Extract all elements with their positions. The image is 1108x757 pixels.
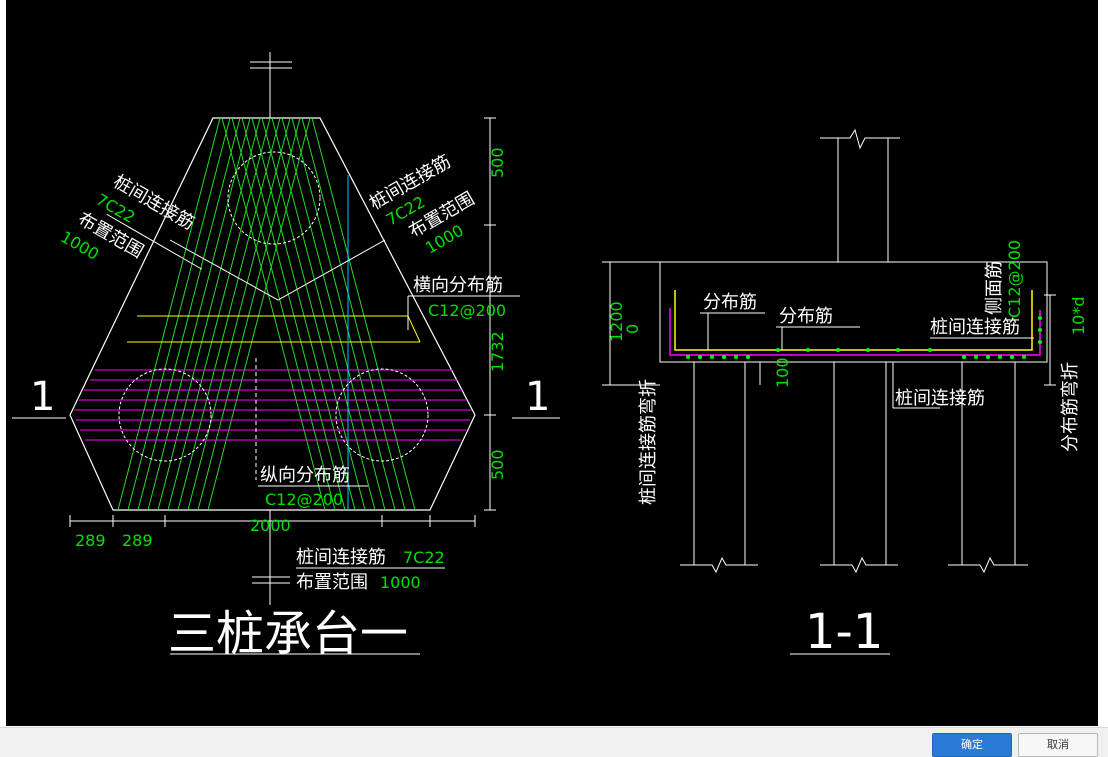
sec-label-left-bend: 桩间连接筋弯折 (638, 379, 659, 505)
label-long-name: 纵向分布筋 (260, 465, 350, 486)
label-bottom-name: 桩间连接筋 (296, 547, 386, 568)
sec-dim-embed: 100 (773, 357, 792, 388)
sec-label-dist1: 分布筋 (703, 292, 757, 313)
dim-w-total: 2000 (250, 516, 291, 535)
sec-dim-height: 1200 (607, 301, 626, 342)
sec-label-link2: 桩间连接筋 (895, 388, 985, 409)
sec-dim-zero: 0 (623, 324, 642, 334)
bent-bar-leader (169, 239, 386, 301)
pile-top (227, 151, 321, 245)
plan-view: 1 1 500 1732 500 289 289 2000 桩间连接筋 (12, 52, 560, 662)
label-bottom-range-val: 1000 (380, 573, 421, 592)
pile-left (118, 368, 212, 462)
bent-bar-magenta (669, 308, 1041, 356)
dim-w2: 289 (122, 531, 153, 550)
bottom-center-line (252, 510, 290, 605)
sec-label-link: 桩间连接筋 (930, 317, 1020, 338)
cad-drawing[interactable]: 1 1 500 1732 500 289 289 2000 桩间连接筋 (6, 0, 1098, 726)
dim-bot: 500 (488, 449, 507, 480)
dim-mid: 1732 (488, 331, 507, 372)
sec-label-dist2: 分布筋 (779, 306, 833, 327)
cancel-button[interactable]: 取消 (1018, 733, 1098, 757)
dim-w1: 289 (75, 531, 106, 550)
section-vertical-dimension (602, 261, 761, 386)
label-horiz-name: 横向分布筋 (413, 275, 503, 296)
drawing-canvas-frame: 1 1 500 1732 500 289 289 2000 桩间连接筋 (0, 0, 1108, 727)
horizontal-dimension (69, 515, 476, 527)
label-bottom-range: 布置范围 (296, 572, 368, 593)
rebar-dots (686, 316, 1042, 359)
rebar-bands (117, 118, 416, 510)
cap-outline (69, 117, 476, 511)
sec-label-side: 侧面筋 (984, 261, 1005, 315)
top-break-line (250, 52, 292, 118)
label-horiz-spec: C12@200 (428, 301, 506, 320)
pile-right (335, 368, 429, 462)
dim-top: 500 (488, 147, 507, 178)
plan-title: 三桩承台一 (168, 606, 408, 662)
vertical-dimension (484, 117, 496, 511)
section-mark-left: 1 (30, 374, 55, 420)
section-title: 1-1 (805, 604, 883, 660)
main-bar-yellow (674, 290, 1033, 351)
dialog-footer: 确定 取消 (0, 727, 1108, 757)
sec-label-side-spec: C12@200 (1005, 240, 1024, 318)
section-view: 1200 0 100 分布筋 分布筋 桩间连接筋 桩间连接筋 侧面筋 C12@2… (602, 128, 1088, 660)
yellow-extension (407, 315, 421, 343)
label-bottom-spec: 7C22 (403, 548, 445, 567)
label-long-spec: C12@200 (265, 490, 343, 509)
piles (680, 361, 1028, 574)
section-mark-right: 1 (525, 374, 550, 420)
confirm-button[interactable]: 确定 (932, 733, 1012, 757)
sec-label-right-bend-val: 10*d (1069, 296, 1088, 335)
sec-label-right-bend: 分布筋弯折 (1060, 362, 1081, 452)
column (820, 128, 900, 262)
horizontal-distribution-bars (74, 369, 472, 441)
